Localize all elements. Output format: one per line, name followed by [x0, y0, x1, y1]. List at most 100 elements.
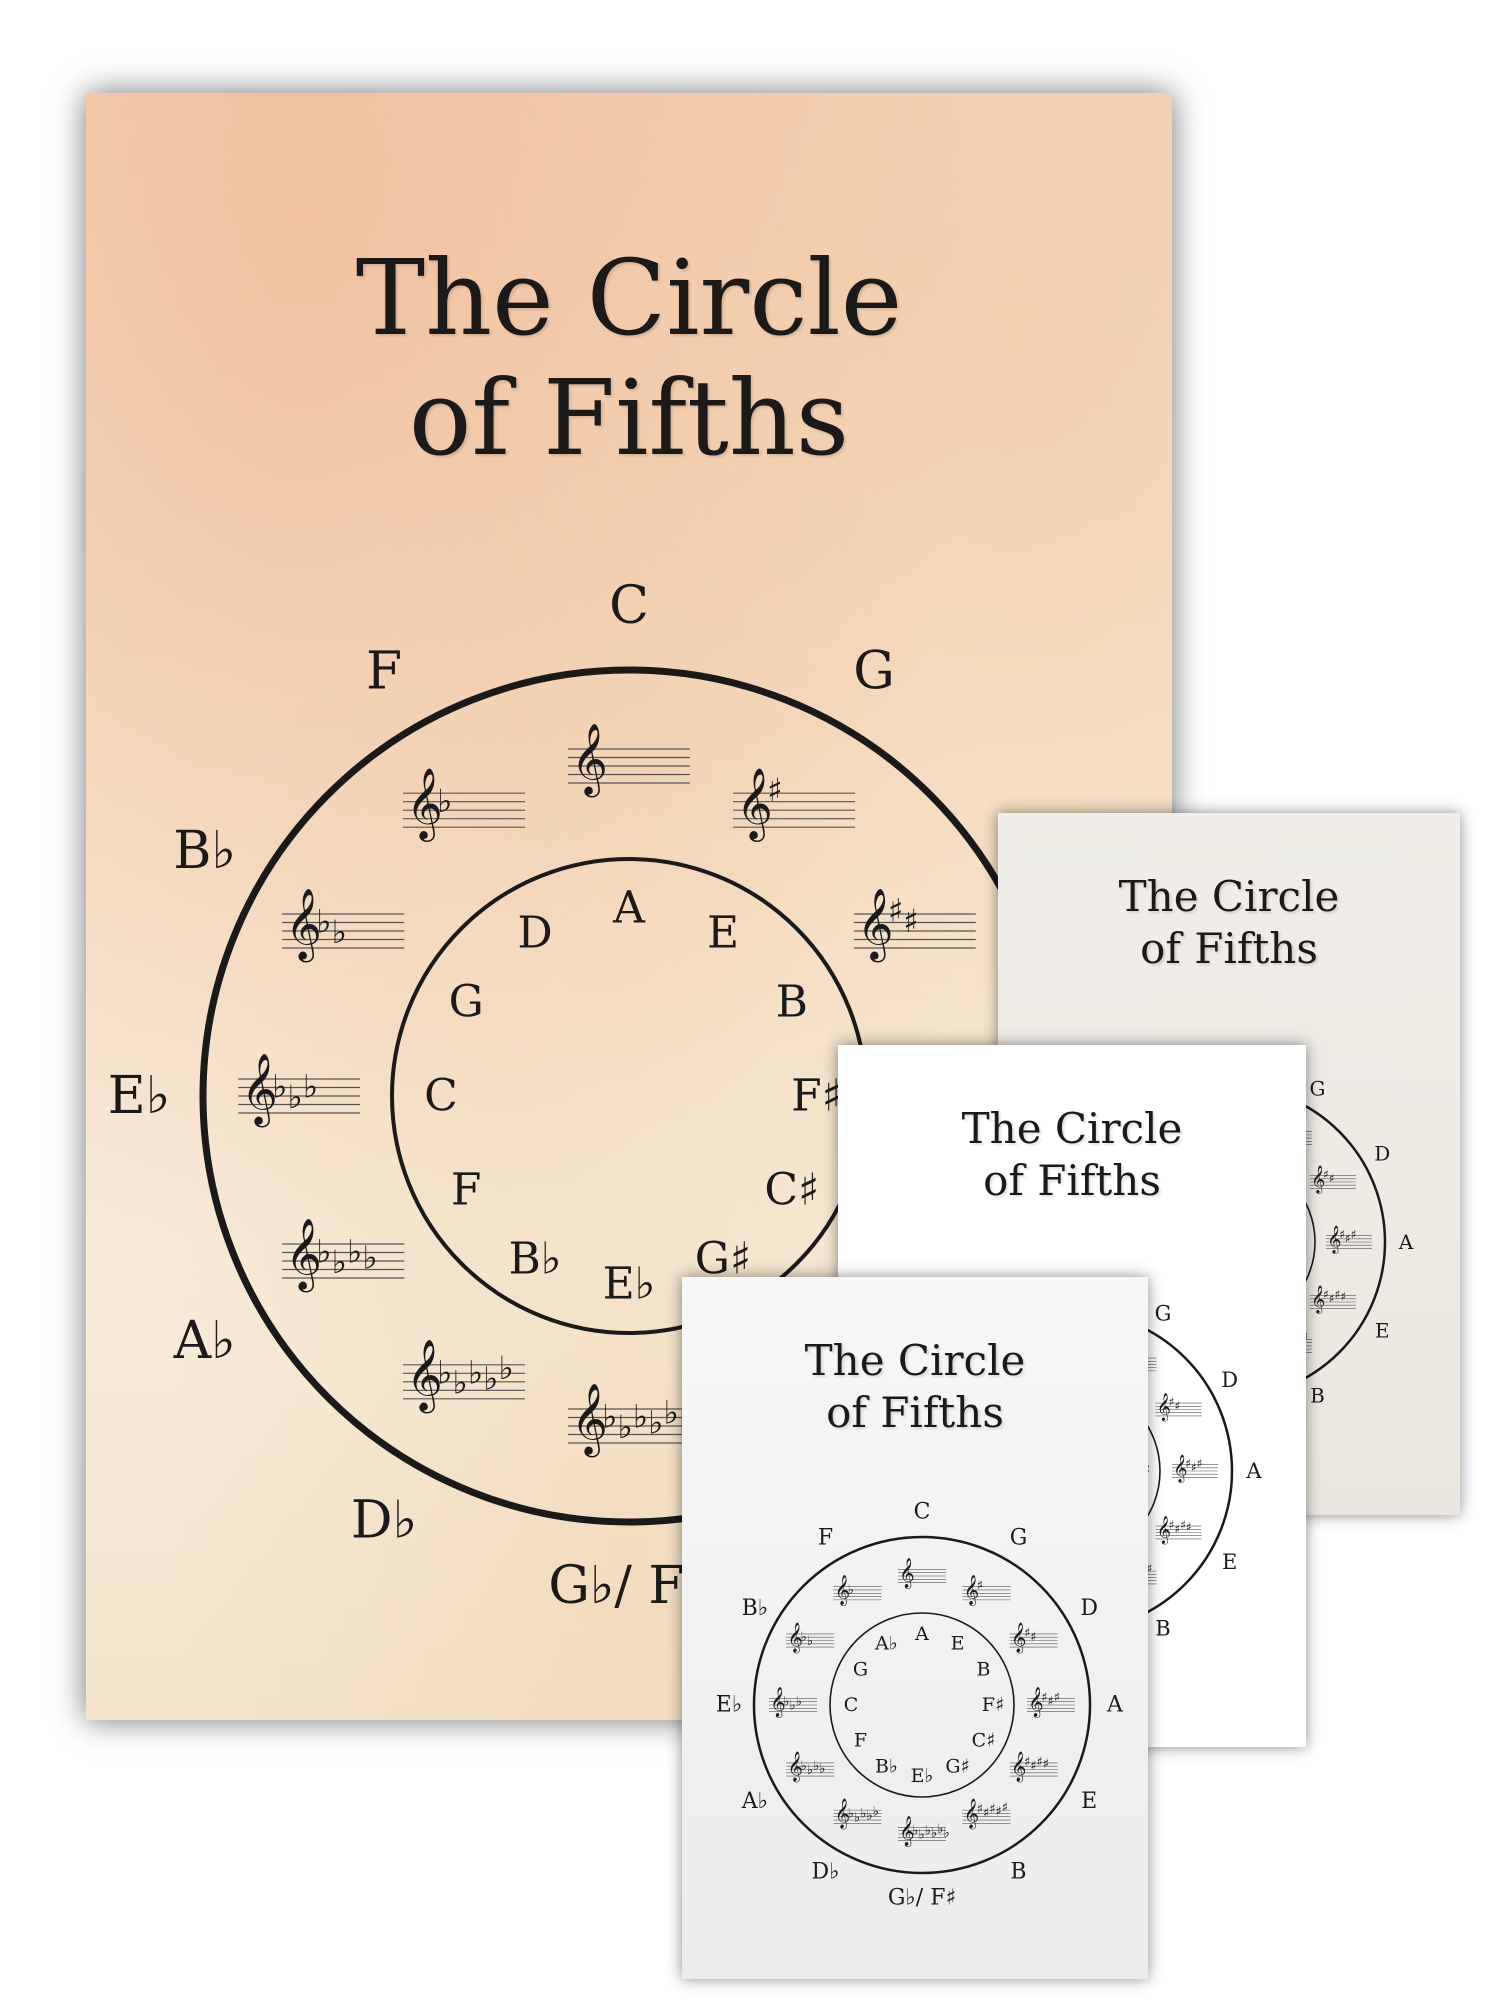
- key-signature-staff: 𝄞♯♯♯♯: [1155, 1516, 1202, 1545]
- sharp-icon: ♯: [1169, 1518, 1175, 1532]
- sharp-icon: ♯: [1191, 1460, 1197, 1474]
- wheel-rings: [752, 1535, 1092, 1875]
- treble-clef-icon: 𝄞: [406, 766, 443, 842]
- outer-key-label: G: [853, 642, 895, 702]
- inner-key-label: G♯: [945, 1755, 969, 1777]
- inner-key-label: F♯: [791, 1071, 843, 1122]
- outer-key-label: F: [818, 1525, 833, 1550]
- sharp-icon: ♯: [1036, 1755, 1042, 1770]
- outer-key-label: D: [1080, 1596, 1098, 1621]
- flat-icon: ♭: [937, 1822, 943, 1837]
- flat-icon: ♭: [272, 1068, 287, 1106]
- key-signature-staff: 𝄞♯♯: [1155, 1393, 1202, 1422]
- sharp-icon: ♯: [1041, 1690, 1047, 1705]
- outer-key-label: E♭: [716, 1693, 742, 1718]
- sharp-icon: ♯: [1048, 1694, 1054, 1709]
- outer-key-label: G: [1010, 1525, 1028, 1550]
- inner-key-label: B♭: [508, 1233, 561, 1284]
- outer-key-label: G: [1155, 1301, 1172, 1325]
- treble-clef-icon: 𝄞: [571, 1382, 608, 1458]
- treble-clef-icon: 𝄞: [964, 1798, 979, 1830]
- sharp-icon: ♯: [903, 902, 918, 940]
- flat-icon: ♭: [912, 1824, 918, 1839]
- inner-key-label: F: [451, 1165, 482, 1216]
- sharp-icon: ♯: [1323, 1287, 1329, 1301]
- key-signature-staff: 𝄞♭♭♭♭♭: [833, 1798, 882, 1830]
- outer-ring: [752, 1535, 1092, 1875]
- sharp-icon: ♯: [1351, 1227, 1357, 1241]
- treble-clef-icon: 𝄞: [1028, 1686, 1043, 1718]
- outer-key-label: A♭: [173, 1311, 236, 1371]
- flat-icon: ♭: [303, 1068, 318, 1106]
- outer-key-label: D♭: [811, 1860, 839, 1885]
- treble-clef-icon: 𝄞: [285, 887, 322, 963]
- key-signature-staff: 𝄞♭♭♭♭: [786, 1751, 835, 1783]
- flat-icon: ♭: [316, 1233, 331, 1271]
- flat-icon: ♭: [925, 1824, 931, 1839]
- inner-key-label: F: [854, 1730, 867, 1752]
- treble-clef-icon: 𝄞: [857, 887, 894, 963]
- inner-key-label: B: [776, 977, 808, 1028]
- inner-key-label: C♯: [972, 1730, 996, 1752]
- flat-icon: ♭: [931, 1826, 937, 1841]
- flat-icon: ♭: [617, 1408, 632, 1446]
- outer-key-label: E♭: [108, 1066, 171, 1126]
- inner-key-label: E♭: [603, 1259, 656, 1310]
- key-signature-staff: 𝄞♯♯♯♯: [1009, 1751, 1058, 1783]
- poster-title: The Circle of Fifths: [86, 238, 1172, 478]
- inner-key-label: B♭: [875, 1755, 898, 1777]
- sharp-icon: ♯: [1024, 1755, 1030, 1770]
- treble-clef-icon: 𝄞: [1311, 1285, 1325, 1314]
- key-signature-staff: 𝄞♯♯♯♯♯: [962, 1798, 1011, 1830]
- flat-icon: ♭: [602, 1398, 617, 1436]
- flat-icon: ♭: [499, 1349, 514, 1387]
- outer-key-label: D♭: [351, 1490, 417, 1550]
- flat-icon: ♭: [801, 1759, 807, 1774]
- flat-icon: ♭: [873, 1805, 879, 1820]
- key-signature-staff: 𝄞♯♯: [1009, 1622, 1058, 1654]
- treble-clef-icon: 𝄞: [899, 1815, 914, 1847]
- flat-icon: ♭: [362, 1239, 377, 1277]
- outer-key-label: A: [1398, 1230, 1414, 1254]
- key-signature-staff: 𝄞♯♯♯♯: [1309, 1285, 1356, 1314]
- treble-clef-icon: 𝄞: [1327, 1225, 1341, 1254]
- outer-key-label: A: [1245, 1459, 1262, 1483]
- sharp-icon: ♯: [1030, 1759, 1036, 1774]
- sharp-icon: ♯: [1147, 1561, 1153, 1575]
- outer-key-label: B: [1310, 1383, 1325, 1407]
- title-line-1: The Circle: [804, 1336, 1026, 1385]
- inner-key-label: C: [844, 1694, 859, 1716]
- treble-clef-icon: 𝄞: [1011, 1751, 1026, 1783]
- inner-key-label: B: [977, 1659, 991, 1681]
- sharp-icon: ♯: [1174, 1399, 1180, 1413]
- flat-icon: ♭: [332, 1243, 347, 1281]
- sharp-icon: ♯: [1340, 1290, 1346, 1304]
- treble-clef-icon: 𝄞: [835, 1798, 850, 1830]
- sharp-icon: ♯: [1180, 1518, 1186, 1532]
- outer-key-label: B♭: [173, 821, 236, 881]
- sharp-icon: ♯: [1185, 1456, 1191, 1470]
- sharp-icon: ♯: [1169, 1395, 1175, 1409]
- outer-key-label: A♭: [741, 1789, 768, 1814]
- outer-key-label: B: [1155, 1617, 1170, 1641]
- inner-key-label: G♯: [695, 1233, 751, 1284]
- key-signature-staff: 𝄞♯♯♯: [1027, 1686, 1075, 1718]
- sharp-icon: ♯: [1186, 1520, 1192, 1534]
- inner-key-label: G: [449, 977, 484, 1028]
- flat-icon: ♭: [316, 903, 331, 941]
- outer-key-label: C: [609, 576, 649, 636]
- sharp-icon: ♯: [1054, 1690, 1060, 1705]
- treble-clef-icon: 𝄞: [788, 1751, 803, 1783]
- key-signature-staff: 𝄞♭♭♭♭♭♭: [898, 1815, 950, 1847]
- title-line-2: of Fifths: [826, 1388, 1004, 1437]
- inner-key-label: C♯: [764, 1165, 819, 1216]
- treble-clef-icon: 𝄞: [1157, 1393, 1171, 1422]
- flat-icon: ♭: [848, 1583, 854, 1598]
- flat-icon: ♭: [796, 1695, 802, 1710]
- outer-key-label: E: [1222, 1550, 1237, 1574]
- treble-clef-icon: 𝄞: [788, 1622, 803, 1654]
- treble-clef-icon: 𝄞: [406, 1337, 443, 1413]
- sharp-icon: ♯: [977, 1579, 983, 1594]
- sharp-icon: ♯: [989, 1802, 995, 1817]
